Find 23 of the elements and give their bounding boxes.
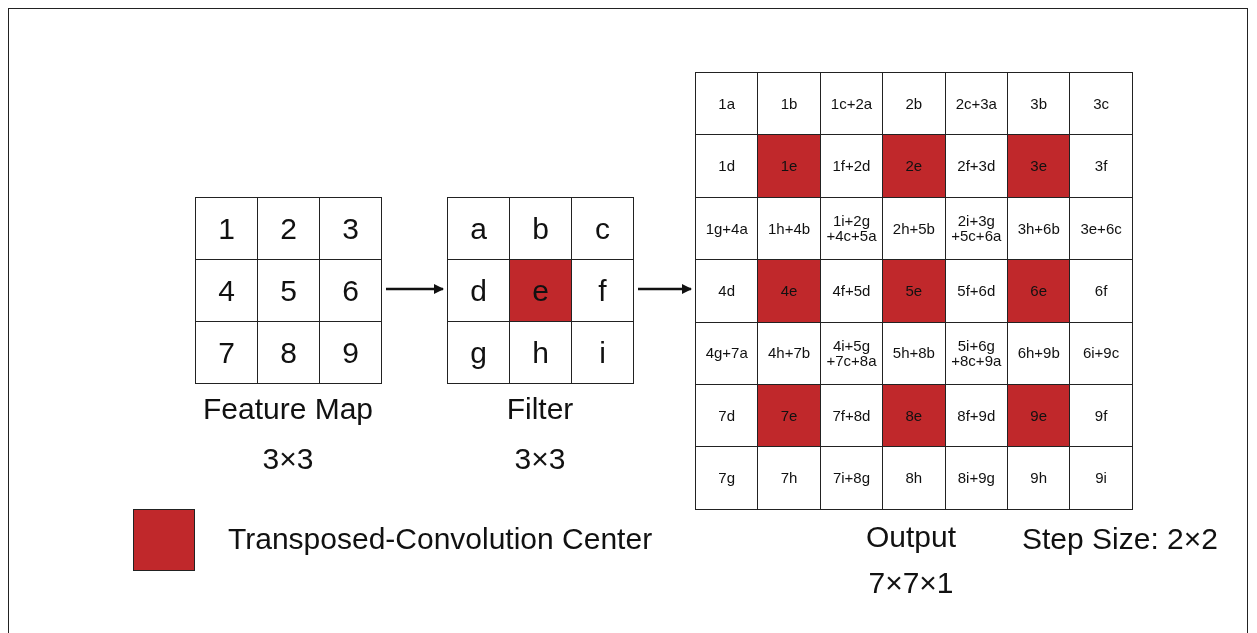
center-cell: 3e	[1007, 134, 1071, 198]
center-cell: 9e	[1007, 384, 1071, 448]
arrow	[638, 284, 692, 294]
step-size-note: Step Size: 2×2	[1022, 522, 1218, 556]
grid-caption: Filter	[505, 392, 575, 426]
legend-label: Transposed-Convolution Center	[228, 522, 653, 556]
center-cell: 6e	[1007, 259, 1071, 323]
arrow	[386, 284, 444, 294]
center-cell: 4e	[757, 259, 821, 323]
center-cell: e	[509, 259, 572, 322]
grid-caption: 3×3	[513, 442, 567, 476]
output-grid	[695, 72, 1133, 510]
feature-map-grid	[195, 197, 382, 384]
center-cell: 2e	[882, 134, 946, 198]
center-cell: 5e	[882, 259, 946, 323]
center-cell: 1e	[757, 134, 821, 198]
grid-caption: 7×7×1	[867, 566, 955, 600]
center-cell: 8e	[882, 384, 946, 448]
grid-caption: 3×3	[261, 442, 315, 476]
grid-caption: Output	[864, 520, 958, 554]
center-cell: 7e	[757, 384, 821, 448]
filter-grid	[447, 197, 634, 384]
grid-caption: Feature Map	[201, 392, 375, 426]
